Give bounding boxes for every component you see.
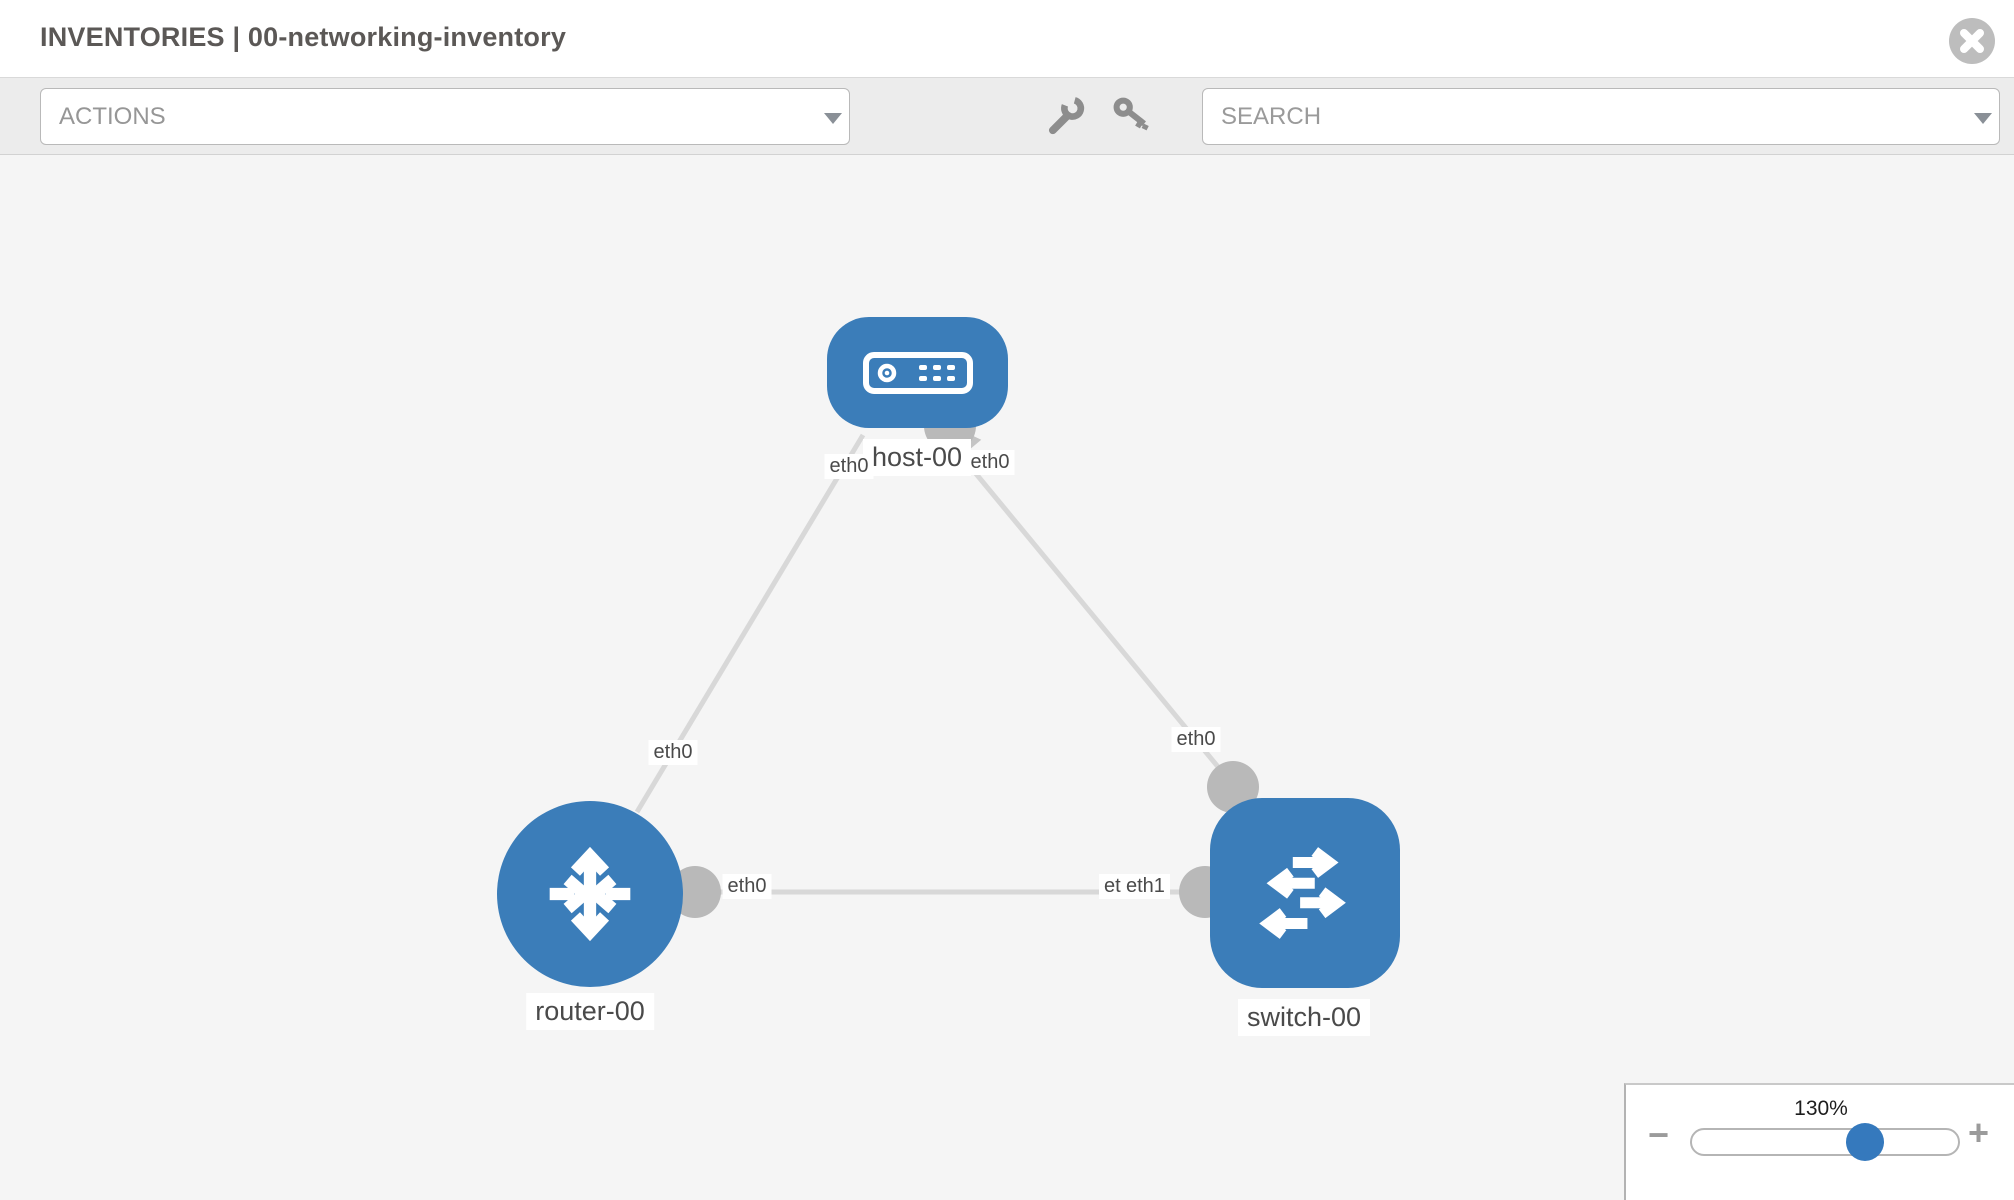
zoom-slider-thumb[interactable] [1846,1123,1884,1161]
zoom-out-button[interactable]: − [1648,1114,1670,1155]
close-button[interactable] [1949,18,1995,64]
search-box [1202,88,2000,145]
interface-label-switch-eth1: eth1 [1121,874,1170,899]
interface-label-router-eth0-right: eth0 [722,874,772,899]
close-icon [1960,29,1984,53]
node-label-host: host-00 [862,439,972,476]
node-label-switch: switch-00 [1237,999,1371,1036]
switch-arrows-icon [1259,847,1346,939]
page-title: INVENTORIES | 00-networking-inventory [40,22,567,52]
topology-canvas[interactable]: host-00 router-00 switch-00 eth0 eth0 et… [0,155,2014,1200]
router-arrows-icon [549,846,631,942]
search-input[interactable] [1203,89,1999,144]
actions-dropdown[interactable]: ACTIONS [40,88,850,145]
key-icon [1113,97,1149,131]
zoom-slider-track[interactable] [1690,1128,1960,1156]
chevron-down-icon [1974,113,1992,124]
link-layer [634,400,1259,918]
interface-label-router-eth0-top: eth0 [648,740,698,765]
zoom-control-panel: 130% − + [1624,1083,2014,1200]
node-host-00[interactable] [827,317,1008,428]
link-host-switch[interactable] [942,433,1235,787]
node-switch-00[interactable] [1210,798,1400,988]
server-icon [863,352,973,394]
interface-label-host-eth0-left: eth0 [824,454,874,479]
zoom-level: 130% [1794,1097,1848,1120]
actions-dropdown-label: ACTIONS [59,103,166,130]
zoom-in-button[interactable]: + [1968,1112,1990,1153]
page-header: INVENTORIES | 00-networking-inventory [0,0,2014,78]
credentials-button[interactable] [1110,94,1154,138]
node-label-router: router-00 [526,993,654,1030]
configure-button[interactable] [1044,94,1088,138]
chevron-down-icon [824,113,842,124]
interface-label-switch-eth0-top: eth0 [1171,727,1221,752]
wrench-icon [1048,96,1085,135]
interface-label-host-eth0-right: eth0 [965,450,1015,475]
node-router-00[interactable] [497,801,683,987]
toolbar: ACTIONS [0,78,2014,155]
